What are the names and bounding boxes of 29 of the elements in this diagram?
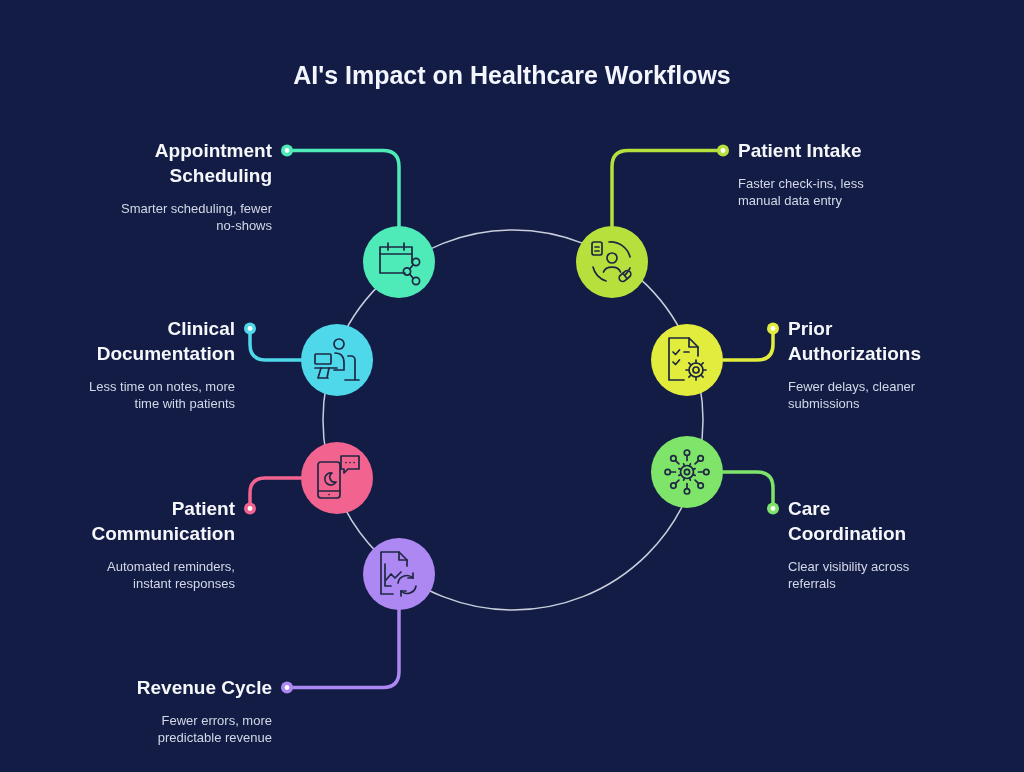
- item-heading: Clinical Documentation: [95, 317, 235, 366]
- item-description: Fewer errors, more predictable revenue: [156, 712, 272, 746]
- gear-network-icon: [651, 436, 723, 508]
- leader-line: [281, 144, 401, 228]
- patient-pill-icon: [576, 226, 648, 298]
- leader-line: [244, 476, 303, 515]
- leader-line: [244, 322, 303, 362]
- item-heading: Revenue Cycle: [135, 676, 272, 700]
- item-description: Smarter scheduling, fewer no-shows: [120, 200, 272, 234]
- item-heading: Patient Communication: [90, 497, 235, 546]
- checklist-gear-icon: [651, 324, 723, 396]
- item-heading: Patient Intake: [738, 139, 863, 163]
- leader-line: [281, 608, 401, 694]
- leader-line: [721, 322, 779, 362]
- item-heading: Care Coordination: [788, 497, 908, 546]
- item-description: Clear visibility across referrals: [788, 558, 911, 592]
- calendar-share-icon: [363, 226, 435, 298]
- item-heading: Prior Authorizations: [788, 317, 922, 366]
- item-description: Less time on notes, more time with patients: [88, 378, 235, 412]
- diagram-title: AI's Impact on Healthcare Workflows: [293, 60, 731, 90]
- chart-refresh-icon: [363, 538, 435, 610]
- leader-line: [721, 470, 779, 515]
- item-heading: Appointment Scheduling: [153, 139, 272, 188]
- item-description: Fewer delays, cleaner submissions: [788, 378, 917, 412]
- item-description: Automated reminders, instant responses: [106, 558, 235, 592]
- item-description: Faster check-ins, less manual data entry: [738, 175, 865, 209]
- person-laptop-icon: [301, 324, 373, 396]
- phone-chat-icon: [301, 442, 373, 514]
- leader-line: [610, 144, 729, 228]
